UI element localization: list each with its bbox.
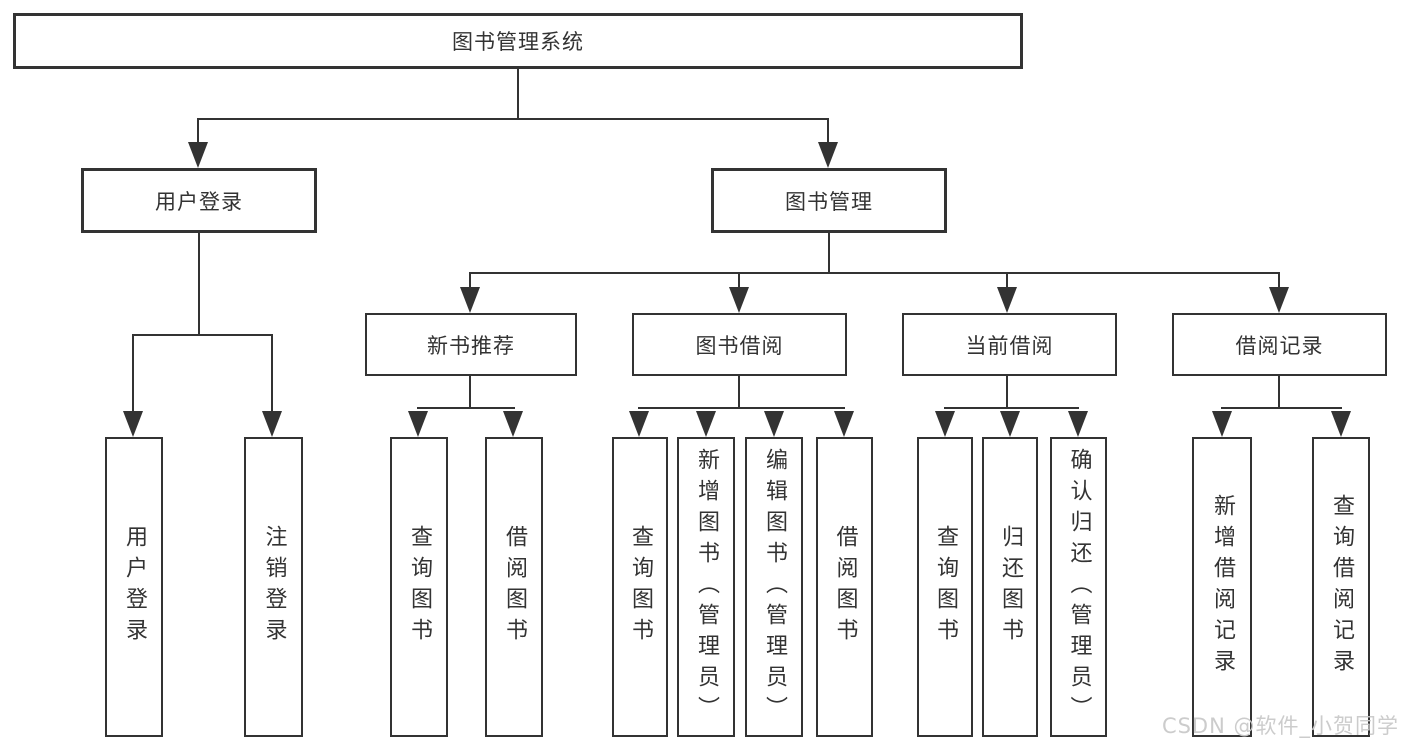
connector-line bbox=[1278, 272, 1280, 289]
leaf-user-login: 用户登录 bbox=[105, 437, 163, 737]
arrow-down-icon bbox=[1068, 411, 1088, 437]
connector-line bbox=[197, 118, 829, 120]
leaf-confirm-return-admin: 确认归还（管理员） bbox=[1050, 437, 1107, 737]
node-library-system-label: 图书管理系统 bbox=[452, 30, 584, 54]
node-book-borrowing: 图书借阅 bbox=[632, 313, 847, 376]
node-current-borrowing: 当前借阅 bbox=[902, 313, 1117, 376]
connector-line bbox=[417, 407, 515, 409]
connector-line bbox=[197, 118, 199, 146]
leaf-query-books-current-label: 查询图书 bbox=[933, 525, 958, 649]
connector-line bbox=[738, 272, 740, 289]
connector-line bbox=[132, 334, 273, 336]
leaf-add-borrow-record: 新增借阅记录 bbox=[1192, 437, 1252, 737]
arrow-down-icon bbox=[834, 411, 854, 437]
arrow-down-icon bbox=[123, 411, 143, 437]
node-user-login-label: 用户登录 bbox=[155, 189, 243, 214]
connector-line bbox=[1278, 376, 1280, 409]
node-new-book-recommendation-label: 新书推荐 bbox=[427, 333, 515, 358]
connector-line bbox=[827, 118, 829, 146]
connector-line bbox=[1006, 376, 1008, 409]
node-borrowing-records: 借阅记录 bbox=[1172, 313, 1387, 376]
watermark-text: CSDN @软件_小贺同学 bbox=[1161, 714, 1399, 738]
leaf-confirm-return-admin-label: 确认归还（管理员） bbox=[1066, 447, 1092, 727]
connector-line bbox=[1006, 272, 1008, 289]
node-book-management: 图书管理 bbox=[711, 168, 947, 233]
arrow-down-icon bbox=[460, 287, 480, 313]
leaf-query-books-borrowing: 查询图书 bbox=[612, 437, 668, 737]
connector-line bbox=[271, 334, 273, 412]
leaf-query-borrow-record-label: 查询借阅记录 bbox=[1329, 494, 1354, 680]
arrow-down-icon bbox=[997, 287, 1017, 313]
leaf-edit-books-admin-label: 编辑图书（管理员） bbox=[762, 447, 787, 727]
connector-line bbox=[469, 272, 1280, 274]
arrow-down-icon bbox=[629, 411, 649, 437]
leaf-return-books-label: 归还图书 bbox=[998, 525, 1023, 649]
leaf-query-borrow-record: 查询借阅记录 bbox=[1312, 437, 1370, 737]
arrow-down-icon bbox=[818, 142, 838, 168]
leaf-query-books-current: 查询图书 bbox=[917, 437, 973, 737]
leaf-add-books-admin: 新增图书（管理员） bbox=[677, 437, 735, 737]
connector-line bbox=[944, 407, 1079, 409]
leaf-query-books-recommend: 查询图书 bbox=[390, 437, 448, 737]
connector-line bbox=[738, 376, 740, 409]
arrow-down-icon bbox=[188, 142, 208, 168]
leaf-edit-books-admin: 编辑图书（管理员） bbox=[745, 437, 803, 737]
arrow-down-icon bbox=[935, 411, 955, 437]
arrow-down-icon bbox=[262, 411, 282, 437]
arrow-down-icon bbox=[1269, 287, 1289, 313]
node-borrowing-records-label: 借阅记录 bbox=[1235, 333, 1324, 358]
connector-line bbox=[132, 334, 134, 412]
leaf-add-borrow-record-label: 新增借阅记录 bbox=[1210, 494, 1235, 680]
arrow-down-icon bbox=[503, 411, 523, 437]
connector-line bbox=[469, 376, 471, 409]
arrow-down-icon bbox=[1212, 411, 1232, 437]
arrow-down-icon bbox=[729, 287, 749, 313]
node-library-system: 图书管理系统 bbox=[13, 13, 1023, 69]
leaf-return-books: 归还图书 bbox=[982, 437, 1038, 737]
connector-line bbox=[198, 233, 200, 336]
connector-line bbox=[469, 272, 471, 289]
connector-line bbox=[828, 233, 830, 274]
leaf-borrow-books: 借阅图书 bbox=[816, 437, 873, 737]
node-book-management-label: 图书管理 bbox=[785, 189, 873, 214]
leaf-logout: 注销登录 bbox=[244, 437, 303, 737]
arrow-down-icon bbox=[764, 411, 784, 437]
connector-line bbox=[517, 69, 519, 120]
leaf-logout-label: 注销登录 bbox=[261, 525, 287, 649]
connector-line bbox=[1221, 407, 1342, 409]
leaf-borrow-books-recommend: 借阅图书 bbox=[485, 437, 543, 737]
connector-line bbox=[638, 407, 845, 409]
leaf-query-books-borrowing-label: 查询图书 bbox=[628, 525, 653, 649]
node-book-borrowing-label: 图书借阅 bbox=[695, 333, 784, 358]
leaf-borrow-books-recommend-label: 借阅图书 bbox=[502, 525, 527, 649]
leaf-query-books-recommend-label: 查询图书 bbox=[407, 525, 432, 649]
arrow-down-icon bbox=[696, 411, 716, 437]
node-current-borrowing-label: 当前借阅 bbox=[965, 333, 1054, 358]
arrow-down-icon bbox=[1000, 411, 1020, 437]
node-user-login: 用户登录 bbox=[81, 168, 317, 233]
leaf-borrow-books-label: 借阅图书 bbox=[832, 525, 858, 649]
arrow-down-icon bbox=[408, 411, 428, 437]
node-new-book-recommendation: 新书推荐 bbox=[365, 313, 577, 376]
leaf-add-books-admin-label: 新增图书（管理员） bbox=[694, 447, 719, 727]
leaf-user-login-label: 用户登录 bbox=[122, 525, 147, 649]
arrow-down-icon bbox=[1331, 411, 1351, 437]
